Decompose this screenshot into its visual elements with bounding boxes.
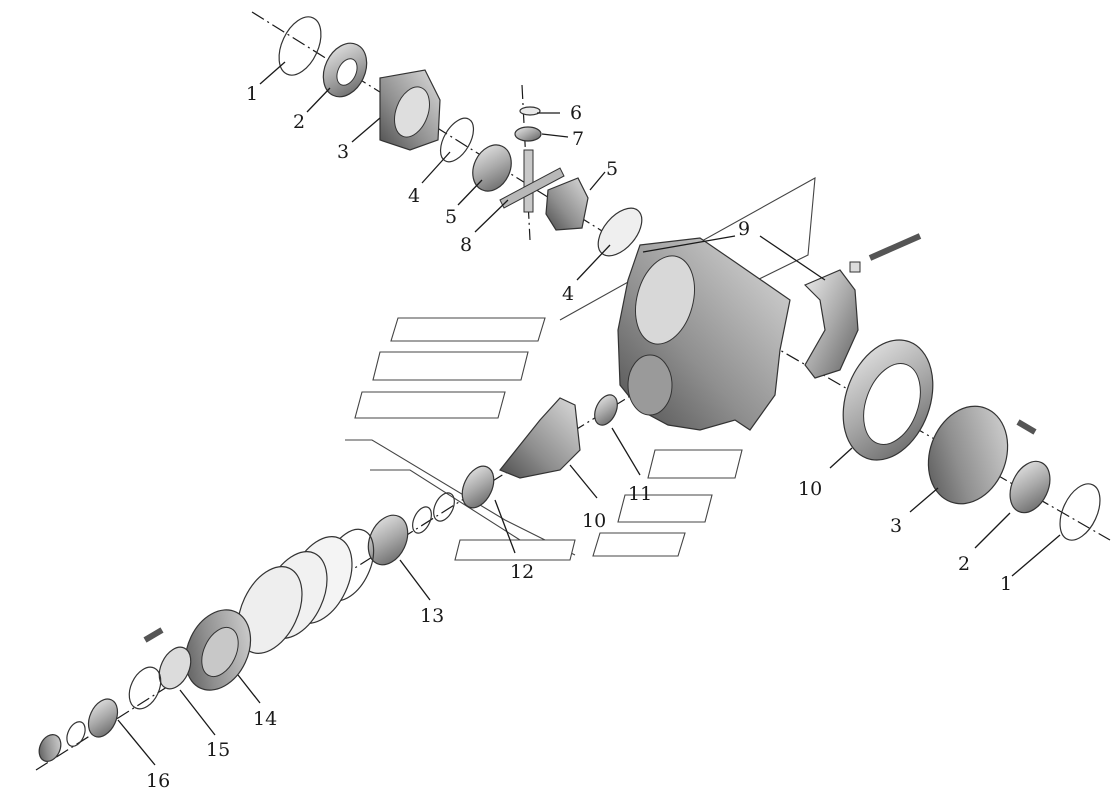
callout-2-upper: 2 bbox=[293, 111, 305, 133]
bearing-cap bbox=[803, 269, 859, 379]
callout-11: 11 bbox=[628, 483, 652, 505]
flange-nut bbox=[38, 734, 62, 762]
bracket-leader-b bbox=[370, 469, 521, 541]
diff-case-bore-upper bbox=[394, 86, 430, 138]
callout-13: 13 bbox=[420, 605, 444, 627]
bracket-leader-a bbox=[345, 439, 576, 556]
bracket-box-7 bbox=[454, 539, 576, 561]
case-bolt bbox=[1016, 419, 1037, 435]
callout-4-lower: 4 bbox=[562, 283, 574, 305]
callout-4-upper: 4 bbox=[408, 185, 420, 207]
shim-plate-4 bbox=[237, 566, 303, 654]
callout-10-pinion: 10 bbox=[582, 510, 606, 532]
ring-gear-bore bbox=[863, 363, 921, 445]
upper-parts bbox=[278, 16, 643, 257]
drive-pinion bbox=[499, 397, 581, 479]
callout-8: 8 bbox=[460, 234, 472, 256]
callout-7: 7 bbox=[572, 128, 584, 150]
callout-2-lower: 2 bbox=[958, 553, 970, 575]
spacer-ring-2 bbox=[412, 506, 432, 534]
bracket-box-6 bbox=[592, 532, 686, 557]
bearing-seat-bore bbox=[201, 626, 239, 678]
bracket-box-2 bbox=[372, 351, 529, 381]
leader-lines bbox=[117, 61, 1061, 766]
o-ring bbox=[128, 666, 162, 710]
callout-labels: 1 2 3 4 5 6 7 5 8 4 9 10 10 11 12 3 2 1 … bbox=[146, 83, 1012, 792]
right-axis bbox=[744, 329, 1111, 541]
callout-5-upper: 5 bbox=[445, 206, 457, 228]
callout-5-right: 5 bbox=[606, 158, 618, 180]
pinion-parts bbox=[38, 394, 618, 762]
bracket-box-5 bbox=[617, 494, 713, 523]
bracket-box-3 bbox=[354, 391, 506, 419]
callout-6: 6 bbox=[570, 102, 582, 124]
cap-nut bbox=[849, 261, 861, 273]
callout-10-ring-gear: 10 bbox=[798, 478, 822, 500]
planet-gear bbox=[514, 126, 542, 142]
pinion-bearing-outer bbox=[367, 514, 409, 566]
bracket-boxes bbox=[345, 177, 816, 561]
adjusting-nut-lower bbox=[1059, 483, 1101, 541]
spacer-ring-1 bbox=[433, 492, 455, 522]
carrier-housing-pinion-bore bbox=[627, 354, 673, 416]
pinion-washer bbox=[519, 106, 541, 116]
callout-3-lower: 3 bbox=[890, 515, 902, 537]
bracket-box-1 bbox=[390, 317, 546, 342]
flange-washer bbox=[66, 721, 86, 747]
oil-seal bbox=[158, 646, 192, 690]
cap-bolt bbox=[868, 233, 922, 261]
bearing-lower bbox=[1009, 460, 1051, 514]
companion-flange bbox=[87, 698, 119, 738]
side-gear-lower bbox=[545, 177, 589, 231]
diff-case-half-lower bbox=[927, 405, 1009, 505]
side-gear-upper bbox=[472, 144, 512, 192]
housing-parts bbox=[617, 233, 1101, 541]
callout-16: 16 bbox=[146, 770, 170, 792]
seat-bolt bbox=[143, 627, 164, 643]
callout-12: 12 bbox=[510, 561, 534, 583]
pinion-bearing-inner bbox=[461, 465, 495, 509]
callout-9: 9 bbox=[738, 218, 750, 240]
callout-14: 14 bbox=[253, 708, 277, 730]
bearing-upper-bore bbox=[336, 58, 358, 86]
pilot-bearing bbox=[594, 394, 618, 426]
thrust-washer-upper bbox=[439, 117, 475, 163]
bracket-box-4 bbox=[647, 449, 743, 479]
callout-15: 15 bbox=[206, 739, 230, 761]
carrier-housing-bore bbox=[635, 255, 695, 345]
adjusting-nut-upper bbox=[278, 16, 322, 76]
callout-1-upper: 1 bbox=[246, 83, 258, 105]
callout-1-lower: 1 bbox=[1000, 573, 1012, 595]
callout-3-upper: 3 bbox=[337, 141, 349, 163]
